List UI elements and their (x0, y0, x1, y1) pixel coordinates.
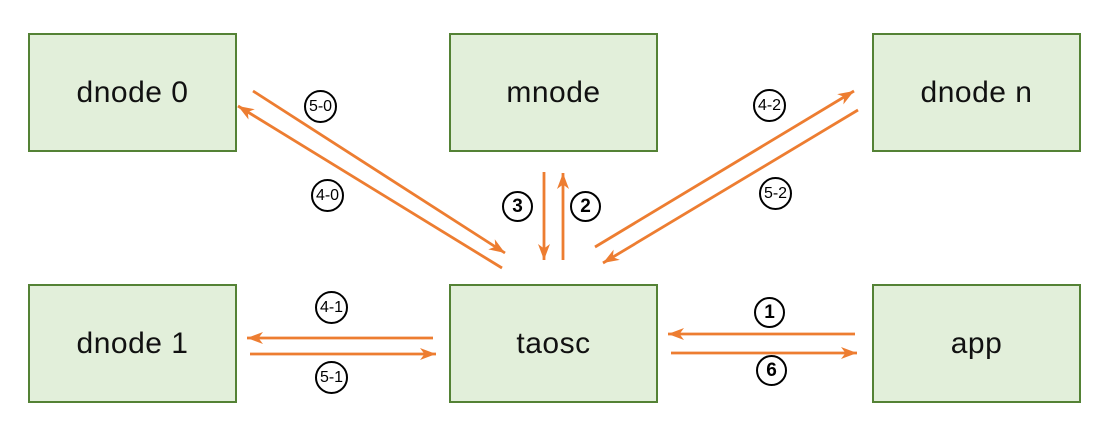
edge-label-4-1: 4-1 (315, 291, 348, 324)
edge-label-4-2: 4-2 (753, 89, 786, 122)
node-taosc: taosc (449, 284, 658, 403)
node-dnode-0: dnode 0 (28, 33, 237, 152)
node-dnode-1: dnode 1 (28, 284, 237, 403)
edge-label-2: 2 (570, 191, 601, 222)
edge-label-4-0: 4-0 (311, 179, 344, 212)
edge-label-1: 1 (754, 297, 785, 328)
arrow-4-0 (237, 104, 503, 270)
node-dnode-n: dnode n (872, 33, 1081, 152)
edge-label-6: 6 (756, 355, 787, 386)
arrow-5-2 (602, 108, 859, 265)
edge-label-5-0: 5-0 (304, 90, 337, 123)
edge-label-5-1: 5-1 (315, 361, 348, 394)
edge-label-5-2: 5-2 (759, 177, 792, 210)
arrow-4-2 (594, 89, 855, 249)
node-mnode: mnode (449, 33, 658, 152)
arrow-5-0 (252, 89, 506, 255)
edge-label-3: 3 (502, 191, 533, 222)
node-app: app (872, 284, 1081, 403)
